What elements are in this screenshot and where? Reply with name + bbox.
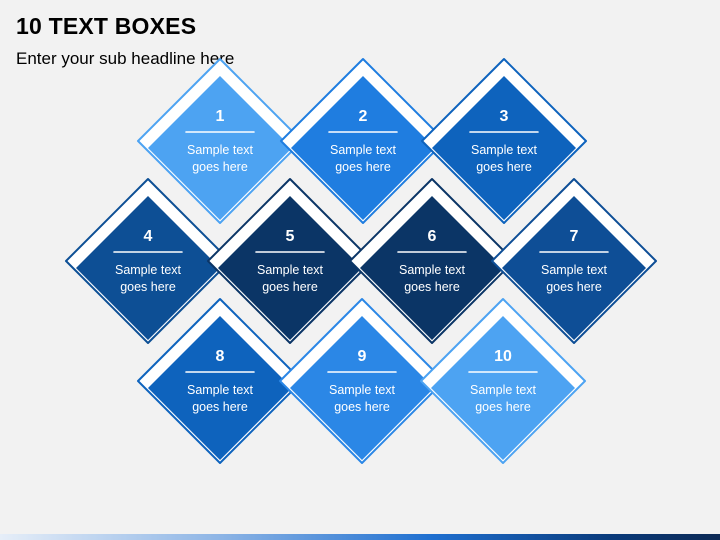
text-box-line-1: Sample text: [115, 263, 182, 277]
text-box-fill: [502, 196, 646, 340]
text-box-line-1: Sample text: [471, 143, 538, 157]
text-box-line-2: goes here: [404, 280, 460, 294]
text-box-line-2: goes here: [192, 400, 248, 414]
text-box-line-2: goes here: [334, 400, 390, 414]
text-box-number: 5: [286, 228, 295, 245]
text-box-number: 9: [358, 348, 367, 365]
text-box-fill: [76, 196, 220, 340]
text-box-line-2: goes here: [262, 280, 318, 294]
text-box-number: 1: [216, 108, 225, 125]
text-box-line-1: Sample text: [541, 263, 608, 277]
text-box-fill: [431, 316, 575, 460]
text-box-fill: [218, 196, 362, 340]
page-subtitle: Enter your sub headline here: [16, 49, 235, 68]
text-box-fill: [148, 316, 292, 460]
text-box-fill: [360, 196, 504, 340]
text-box-line-1: Sample text: [399, 263, 466, 277]
text-box-fill: [290, 316, 434, 460]
text-box-line-2: goes here: [546, 280, 602, 294]
page-title: 10 TEXT BOXES: [16, 13, 197, 39]
text-box-number: 2: [359, 108, 368, 125]
text-box-number: 4: [144, 228, 153, 245]
bottom-accent-bar: [0, 534, 720, 540]
text-box-fill: [291, 76, 435, 220]
text-box-line-1: Sample text: [330, 143, 397, 157]
text-box-number: 8: [216, 348, 225, 365]
text-box-number: 3: [500, 108, 509, 125]
text-box-line-1: Sample text: [187, 143, 254, 157]
text-box-line-2: goes here: [335, 160, 391, 174]
text-box-line-1: Sample text: [329, 383, 396, 397]
text-box-number: 7: [570, 228, 579, 245]
text-box-fill: [432, 76, 576, 220]
text-box-fill: [148, 76, 292, 220]
text-box-number: 6: [428, 228, 437, 245]
text-box-line-2: goes here: [476, 160, 532, 174]
text-box-number: 10: [494, 348, 512, 365]
text-box-line-2: goes here: [120, 280, 176, 294]
text-box-line-1: Sample text: [187, 383, 254, 397]
text-box-line-1: Sample text: [257, 263, 324, 277]
text-box-line-2: goes here: [475, 400, 531, 414]
text-box-line-2: goes here: [192, 160, 248, 174]
text-box-line-1: Sample text: [470, 383, 537, 397]
